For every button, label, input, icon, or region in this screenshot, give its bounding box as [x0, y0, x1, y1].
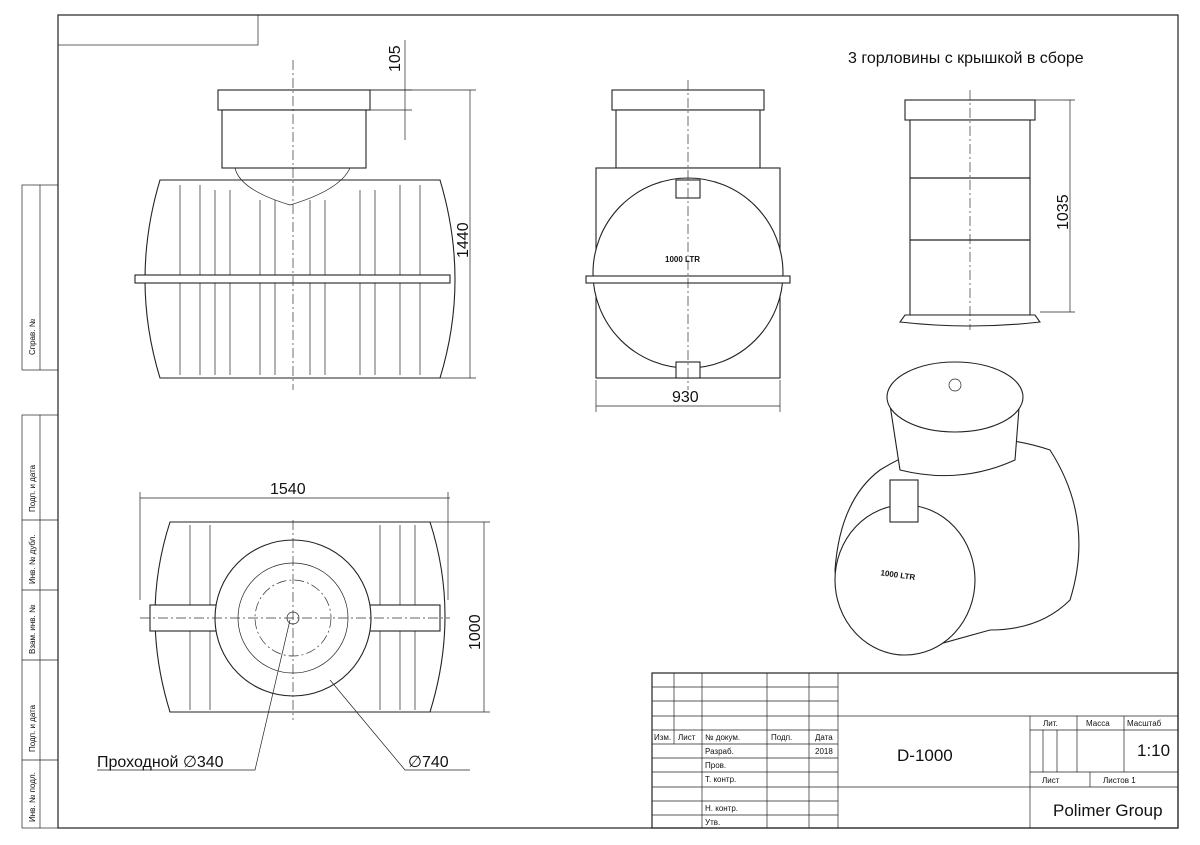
top-view: 1540 1000 Проходной ∅340 ∅740 [97, 481, 490, 771]
sheets-label: Листов 1 [1103, 776, 1136, 785]
dim-width-top: 1000 [467, 614, 484, 650]
dim-width-side: 930 [672, 389, 699, 406]
dim-passage-diameter: Проходной ∅340 [97, 754, 224, 771]
header-izm: Изм. [654, 733, 671, 742]
header-doc: № докум. [705, 733, 740, 742]
role-tech-control: Т. контр. [705, 775, 736, 784]
dim-length: 1540 [270, 481, 306, 498]
dim-neck-height: 105 [387, 45, 404, 72]
company-name: Polimer Group [1053, 801, 1163, 820]
role-norm-control: Н. контр. [705, 804, 738, 813]
margin-label: Подп. и дата [28, 704, 37, 752]
margin-label: Справ. № [28, 318, 37, 355]
isometric-view: 1000 LTR [834, 361, 1080, 656]
top-left-box [57, 14, 259, 46]
role-checked: Пров. [705, 761, 726, 770]
assembly-note: 3 горловины с крышкой в сборе [848, 50, 1084, 67]
dim-assembly-height: 1035 [1055, 194, 1072, 230]
neck-assembly-view: 3 горловины с крышкой в сборе 1035 [848, 50, 1084, 330]
year: 2018 [815, 747, 833, 756]
left-margin: Справ. № Подп. и дата Инв. № дубл. Взам.… [21, 184, 59, 829]
margin-label: Взам. инв. № [28, 604, 37, 654]
scale-label: Масштаб [1127, 719, 1162, 728]
side-view: 1000 LTR 930 [585, 80, 791, 412]
lit-label: Лит. [1043, 719, 1058, 728]
header-sign: Подп. [771, 733, 792, 742]
margin-label: Подп. и дата [28, 464, 37, 512]
dim-outer-diameter: ∅740 [408, 754, 449, 771]
front-view: 105 1440 [134, 40, 476, 390]
header-list: Лист [678, 733, 696, 742]
margin-label: Инв. № дубл. [28, 534, 37, 584]
tank-label: 1000 LTR [665, 255, 700, 264]
scale-value: 1:10 [1137, 741, 1170, 760]
role-approved: Утв. [705, 818, 720, 827]
margin-label: Инв. № подл. [28, 772, 37, 822]
designation: D-1000 [897, 746, 953, 765]
dim-total-height: 1440 [455, 222, 472, 258]
header-date: Дата [815, 733, 833, 742]
title-block: Изм. Лист № докум. Подп. Дата Разраб. 20… [651, 672, 1179, 829]
role-developer: Разраб. [705, 747, 734, 756]
mass-label: Масса [1086, 719, 1110, 728]
sheet-label: Лист [1042, 776, 1060, 785]
